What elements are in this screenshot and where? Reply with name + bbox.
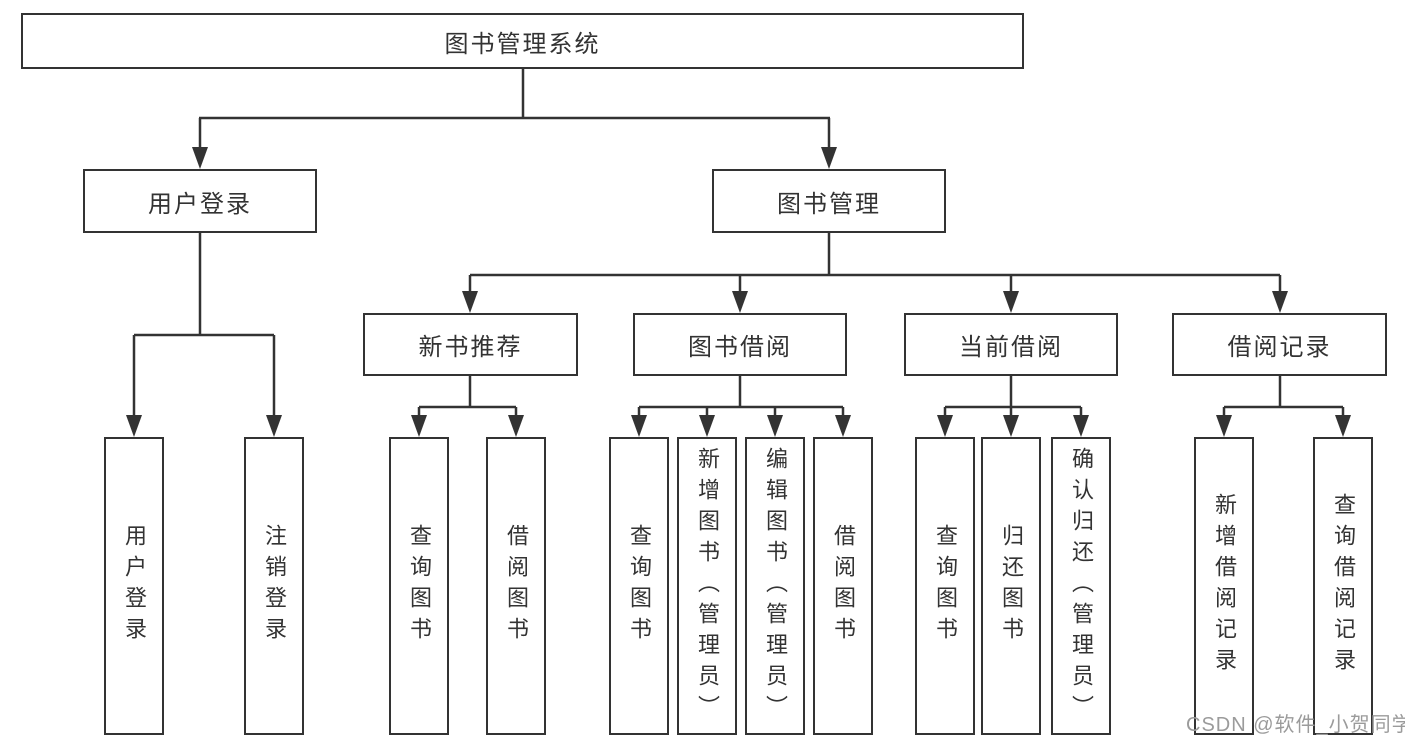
arrowhead-icon: [937, 415, 953, 437]
node-new-book-recommend: 新书推荐: [363, 313, 578, 376]
arrowhead-icon: [835, 415, 851, 437]
connector-newbook-to-children: [417, 376, 518, 418]
leaf-query-books-recommend-label: 查询图书: [407, 524, 432, 648]
leaf-query-borrow-record: 查询借阅记录: [1313, 437, 1373, 735]
arrowhead-icon: [1272, 291, 1288, 313]
leaf-add-book-admin: 新增图书（管理员）: [677, 437, 737, 735]
csdn-watermark: CSDN @软件_小贺同学: [1186, 714, 1405, 736]
connector-bookmgmt-to-level2: [468, 233, 1282, 294]
leaf-borrow-books-borrowing: 借阅图书: [813, 437, 873, 735]
node-borrowing-records-label: 借阅记录: [1227, 334, 1332, 361]
arrowhead-icon: [1003, 415, 1019, 437]
leaf-query-borrow-record-label: 查询借阅记录: [1331, 493, 1356, 679]
node-root-label: 图书管理系统: [444, 30, 601, 58]
node-book-management-label: 图书管理: [777, 190, 881, 218]
leaf-query-books-current: 查询图书: [915, 437, 975, 735]
arrowhead-icon: [1003, 291, 1019, 313]
leaf-confirm-return-admin-label: 确认归还（管理员）: [1069, 446, 1094, 726]
leaf-return-books: 归还图书: [981, 437, 1041, 735]
arrowhead-icon: [1073, 415, 1089, 437]
leaf-borrow-books-recommend: 借阅图书: [486, 437, 546, 735]
arrowhead-icon: [631, 415, 647, 437]
connector-strokes: [132, 69, 1345, 418]
node-borrowing-records: 借阅记录: [1172, 313, 1387, 376]
leaf-query-books-borrowing: 查询图书: [609, 437, 669, 735]
arrowhead-icon: [192, 147, 208, 169]
leaf-add-book-admin-label: 新增图书（管理员）: [695, 446, 720, 726]
node-book-borrowing: 图书借阅: [633, 313, 847, 376]
leaf-query-books-borrowing-label: 查询图书: [627, 524, 652, 648]
node-book-borrowing-label: 图书借阅: [688, 334, 792, 361]
arrowhead-icon: [411, 415, 427, 437]
arrowhead-icon: [462, 291, 478, 313]
connector-root-to-level1: [198, 69, 831, 150]
connector-borrowrecords-to-children: [1222, 376, 1345, 418]
connector-bookborrow-to-children: [637, 376, 845, 418]
leaf-query-books-recommend: 查询图书: [389, 437, 449, 735]
arrowhead-icon: [126, 415, 142, 437]
arrowhead-icon: [767, 415, 783, 437]
node-current-borrowing: 当前借阅: [904, 313, 1118, 376]
arrowhead-icon: [1216, 415, 1232, 437]
leaf-query-books-current-label: 查询图书: [933, 524, 958, 648]
arrowhead-icon: [508, 415, 524, 437]
arrowhead-icon: [1335, 415, 1351, 437]
node-new-book-recommend-label: 新书推荐: [418, 334, 523, 361]
arrowhead-icon: [821, 147, 837, 169]
leaf-edit-book-admin: 编辑图书（管理员）: [745, 437, 805, 735]
leaf-confirm-return-admin: 确认归还（管理员）: [1051, 437, 1111, 735]
leaf-borrow-books-borrowing-label: 借阅图书: [831, 524, 856, 648]
node-root-system: 图书管理系统: [21, 13, 1024, 69]
leaf-borrow-books-recommend-label: 借阅图书: [504, 524, 529, 648]
node-user-login-label: 用户登录: [148, 190, 252, 218]
connector-currentborrow-to-children: [943, 376, 1083, 418]
leaf-user-login-label: 用户登录: [122, 524, 147, 648]
leaf-add-borrow-record-label: 新增借阅记录: [1212, 493, 1237, 679]
arrowhead-icon: [699, 415, 715, 437]
arrowhead-icon: [266, 415, 282, 437]
arrowhead-icon: [732, 291, 748, 313]
node-user-login: 用户登录: [83, 169, 317, 233]
arrowheads: [126, 147, 1351, 437]
connector-userlogin-to-children: [132, 233, 276, 418]
leaf-user-login: 用户登录: [104, 437, 164, 735]
leaf-logout-label: 注销登录: [262, 524, 287, 648]
leaf-edit-book-admin-label: 编辑图书（管理员）: [763, 446, 788, 726]
node-book-management: 图书管理: [712, 169, 946, 233]
node-current-borrowing-label: 当前借阅: [959, 334, 1063, 361]
leaf-logout: 注销登录: [244, 437, 304, 735]
leaf-add-borrow-record: 新增借阅记录: [1194, 437, 1254, 735]
leaf-return-books-label: 归还图书: [999, 524, 1024, 648]
